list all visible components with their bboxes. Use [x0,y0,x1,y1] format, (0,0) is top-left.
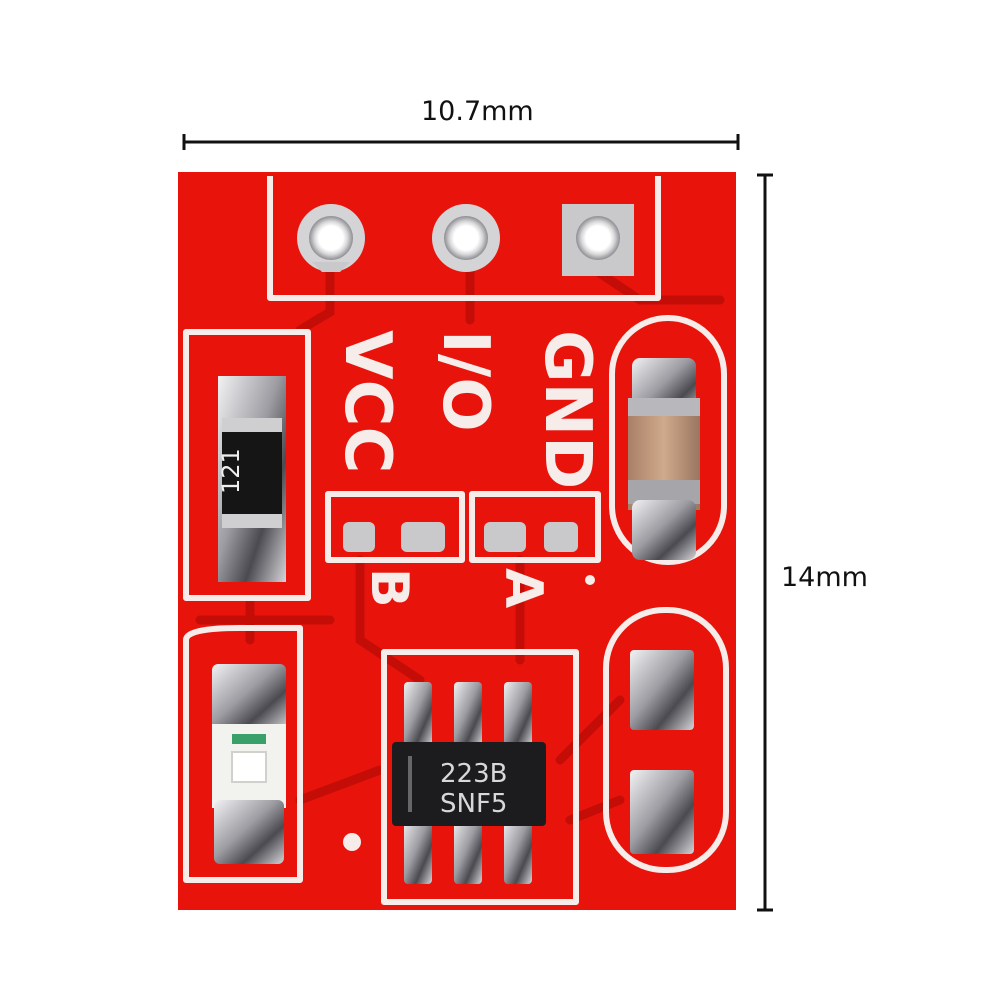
led [212,664,286,864]
height-dimension-label: 14mm [781,562,868,593]
width-dimension-line [182,134,740,150]
silkscreen-outlines [183,176,729,905]
ic-marking-line-2: SNF5 [440,789,507,819]
height-dimension-line [757,173,773,912]
width-dimension-label: 10.7mm [421,96,534,127]
pin-labels: VCC I/O GND [330,330,604,489]
ic-chip: 223B SNF5 [343,682,546,884]
ic-marking-line-1: 223B [440,759,507,789]
jumper-labels: B A [359,568,595,608]
header-pins [297,204,634,276]
resistor: 121 [217,376,286,582]
pin-label-io: I/O [428,330,502,432]
jumper-pads [343,522,578,552]
jumper-label-a: A [493,568,553,608]
resistor-marking: 121 [217,448,245,494]
pin-label-gnd: GND [530,330,604,489]
capacitor [628,358,700,560]
pcb-traces [195,267,725,825]
jumper-label-b: B [359,568,419,608]
pin-label-vcc: VCC [330,330,404,473]
touch-pads [630,650,694,854]
